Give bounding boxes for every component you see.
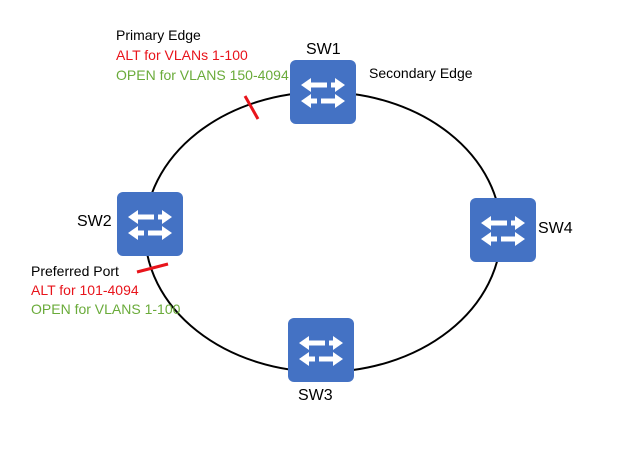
switch-sw2[interactable] — [117, 192, 183, 256]
primary-edge-title: Primary Edge — [116, 27, 201, 43]
switch-label-sw4: SW4 — [538, 220, 573, 237]
preferred-port-alt: ALT for 101-4094 — [31, 282, 139, 298]
primary-edge-open: OPEN for VLANS 150-4094 — [116, 67, 289, 83]
switch-label-sw1: SW1 — [306, 41, 341, 58]
preferred-port-open: OPEN for VLANS 1-100 — [31, 301, 181, 317]
preferred-port-title: Preferred Port — [31, 263, 119, 279]
primary-edge-block-mark — [243, 95, 260, 120]
primary-edge-alt: ALT for VLANs 1-100 — [116, 47, 248, 63]
preferred-port-block-mark — [136, 262, 169, 274]
secondary-edge-title: Secondary Edge — [369, 65, 473, 81]
switch-sw1[interactable] — [290, 60, 356, 124]
switch-label-sw2: SW2 — [77, 213, 112, 230]
switch-sw4[interactable] — [470, 198, 536, 262]
switch-sw3[interactable] — [288, 318, 354, 382]
switch-label-sw3: SW3 — [298, 387, 333, 404]
